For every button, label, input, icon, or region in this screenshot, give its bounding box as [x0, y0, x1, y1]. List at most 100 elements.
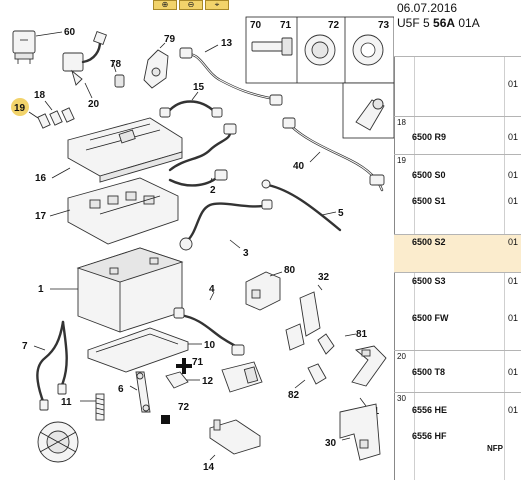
battery-1-part[interactable]	[76, 247, 184, 333]
diagram-reference-prefix: U5F 5	[397, 16, 434, 30]
bracket-79-part[interactable]	[143, 49, 169, 89]
callout-2[interactable]: 2	[210, 185, 216, 196]
cable-40-part[interactable]	[282, 117, 385, 192]
parts-row-qty: 01	[507, 79, 518, 89]
zoom-out-button[interactable]: ⊖	[179, 0, 203, 10]
parts-row-group: 18	[397, 118, 406, 127]
parts-row[interactable]: 6500 S1 01	[394, 182, 521, 234]
zoom-in-button[interactable]: ⊕	[153, 0, 177, 10]
callout-14[interactable]: 14	[203, 462, 215, 473]
strap-6-part[interactable]	[135, 371, 151, 413]
fuse-box-cover-16-part[interactable]	[67, 117, 183, 183]
zoom-fit-icon: ⌖	[214, 0, 220, 9]
parts-row-number: 6556 HE	[412, 405, 448, 415]
exploded-parts-diagram: 60 20 78 79 13 19 18 15	[11, 16, 394, 473]
parts-row[interactable]: 20 6500 T8 01	[394, 350, 521, 392]
callout-30[interactable]: 30	[325, 438, 337, 449]
wire-7-part[interactable]	[36, 320, 68, 411]
battery-tray-10-part[interactable]	[87, 327, 189, 373]
wire-15-part[interactable]	[159, 100, 223, 118]
parts-row[interactable]: 18 6500 R9 01	[394, 116, 521, 154]
fuse-set-18-part[interactable]	[37, 107, 75, 129]
callout-6[interactable]: 6	[118, 384, 124, 395]
fuse-box-base-17-part[interactable]	[67, 177, 179, 245]
callout-20[interactable]: 20	[88, 99, 100, 110]
callout-4[interactable]: 4	[209, 284, 215, 295]
callout-32[interactable]: 32	[318, 272, 330, 283]
sensor-part[interactable]	[62, 31, 125, 88]
parts-row-group: 30	[397, 394, 406, 403]
callout-15[interactable]: 15	[193, 82, 205, 93]
parts-row-number: 6500 S3	[412, 276, 446, 286]
wire-harness-2-part[interactable]	[168, 123, 237, 187]
parts-row-qty: 01	[507, 313, 518, 323]
callout-72[interactable]: 72	[178, 402, 190, 413]
nfp-label: NFP	[487, 444, 503, 453]
zoom-fit-button[interactable]: ⌖	[205, 0, 229, 10]
diagram-reference-suffix: 01A	[455, 16, 480, 30]
bracket-30-part[interactable]	[339, 403, 381, 461]
callout-7[interactable]: 7	[22, 341, 28, 352]
inset-label-72[interactable]: 72	[328, 20, 340, 31]
callout-71[interactable]: 71	[192, 357, 204, 368]
parts-row[interactable]: 19 6500 S0 01	[394, 154, 521, 182]
parts-row[interactable]: 01	[394, 56, 521, 116]
bracket-31-part[interactable]	[351, 345, 387, 387]
plus-marker-71	[176, 358, 192, 374]
parts-row-number: 6500 S1	[412, 196, 446, 206]
diagram-reference-code: 56A	[433, 16, 456, 30]
inset-label-71[interactable]: 71	[280, 20, 292, 31]
callout-18[interactable]: 18	[34, 90, 46, 101]
callout-78[interactable]: 78	[110, 59, 122, 70]
callout-3[interactable]: 3	[243, 248, 249, 259]
parts-row[interactable]: 30 6556 HE 01 6556 HF	[394, 392, 521, 480]
callout-82[interactable]: 82	[288, 390, 300, 401]
battery-cable-3-part[interactable]	[179, 199, 273, 251]
callout-5[interactable]: 5	[338, 208, 344, 219]
callout-16[interactable]: 16	[35, 173, 47, 184]
catalogue-date: 06.07.2016	[397, 1, 458, 15]
parts-row-qty: 01	[507, 196, 518, 206]
parts-row-number: 6500 T8	[412, 367, 446, 377]
inset-box-fasteners	[245, 16, 394, 139]
clip-12-part[interactable]	[165, 371, 189, 389]
callout-1[interactable]: 1	[38, 284, 44, 295]
parts-row-qty: 01	[507, 237, 518, 247]
callout-12[interactable]: 12	[202, 376, 214, 387]
parts-row-number: 6500 S0	[412, 170, 446, 180]
zoom-out-icon: ⊖	[187, 0, 195, 9]
parts-row-qty: 01	[507, 405, 518, 415]
diagram-reference: U5F 5 56A 01A	[397, 16, 480, 30]
zoom-in-icon: ⊕	[161, 0, 169, 9]
starter-motor-part[interactable]	[221, 361, 263, 393]
inset-label-73[interactable]: 73	[378, 20, 390, 31]
parts-row-selected[interactable]: 6500 S2 01	[394, 234, 521, 272]
parts-row-qty: 01	[507, 170, 518, 180]
relay-part[interactable]	[12, 30, 36, 64]
bracket-32-part[interactable]	[285, 291, 321, 351]
callout-19[interactable]: 19	[14, 103, 26, 114]
alternator-part[interactable]	[37, 421, 79, 463]
callout-81[interactable]: 81	[356, 329, 368, 340]
parts-row-number: 6500 FW	[412, 313, 449, 323]
callout-11[interactable]: 11	[61, 397, 72, 408]
callout-80[interactable]: 80	[284, 265, 296, 276]
parts-row-number: 6556 HF	[412, 431, 447, 441]
battery-cable-5-part[interactable]	[261, 179, 342, 232]
clip-81-part[interactable]	[307, 333, 335, 385]
wire-harness-13-part[interactable]	[179, 47, 283, 106]
battery-cable-4-part[interactable]	[173, 307, 245, 356]
callout-13[interactable]: 13	[221, 38, 233, 49]
inset-label-70[interactable]: 70	[250, 20, 262, 31]
bolt-11-part[interactable]	[95, 393, 105, 421]
callout-79[interactable]: 79	[164, 34, 176, 45]
callout-19-highlight	[11, 98, 29, 116]
callout-17[interactable]: 17	[35, 211, 47, 222]
callout-40[interactable]: 40	[293, 161, 305, 172]
bracket-80-part[interactable]	[245, 271, 281, 311]
bracket-14-part[interactable]	[209, 419, 261, 455]
parts-row[interactable]: 6500 S3 01 6500 FW 01	[394, 272, 521, 350]
callout-60[interactable]: 60	[64, 27, 76, 38]
zoom-toolbar: ⊕ ⊖ ⌖	[153, 0, 229, 10]
callout-10[interactable]: 10	[204, 340, 216, 351]
